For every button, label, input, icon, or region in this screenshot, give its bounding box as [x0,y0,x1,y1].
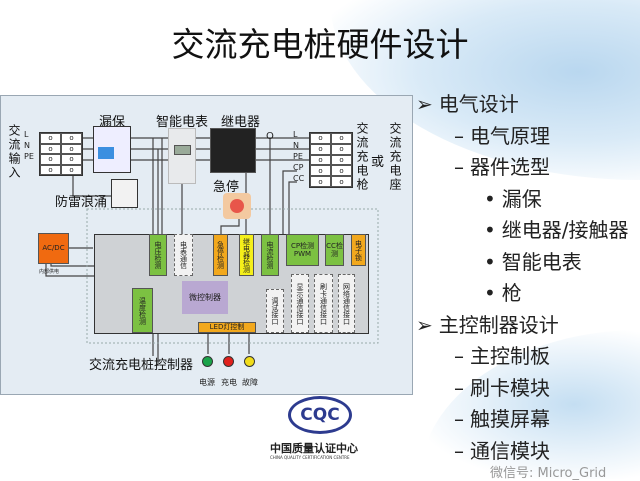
power-led [202,356,213,367]
microcontroller-module: 微控制器 [182,281,228,314]
charging-socket-label: 交流充电座 [388,122,402,192]
terminal-l: L [293,130,298,139]
cp-detect-pwm-module: CP检测PWM [286,234,319,266]
network-comm-interface-module: 网络通信接口 [338,274,355,333]
bullet-text: 电气设计 [438,92,519,116]
surge-protector-image [111,179,138,208]
bullet-text: 继电器/接触器 [501,218,629,242]
voltage-detect-module: 电压检测 [149,234,167,276]
bullet-item: –电气原理 [454,120,550,149]
terminal-pe: PE [24,152,34,161]
terminal-l: L [24,130,29,139]
debug-interface-module: 调试接口 [266,289,284,333]
power-led-label: 电源 [199,378,215,387]
terminal-pe: PE [293,152,303,161]
cqc-logo: CQC [288,396,352,434]
bullet-text: 通信模块 [470,438,550,463]
bullet-text: 漏保 [501,186,542,211]
cqc-name-cn: 中国质量认证中心 [270,442,358,455]
bullet-item: •智能电表 [484,246,582,275]
relay-image [210,128,256,173]
watermark: 微信号: Micro_Grid [490,466,607,481]
ac-input-label: 交流输入 [7,124,21,180]
bullet-item: –器件选型 [454,151,550,180]
card-comm-interface-module: 刷卡通信接口 [314,274,333,333]
terminal-cp: CP [293,163,304,172]
bullet-marker: – [454,344,464,368]
surge-label: 防雷浪涌 [55,195,108,210]
charging-led [223,356,234,367]
acdc-module: AC/DC [38,233,69,264]
bullet-text: 触摸屏幕 [470,407,550,431]
fault-led [244,356,255,367]
charging-gun-label: 交流充电枪 [355,122,369,192]
bullet-text: 主控制板 [470,344,550,368]
or-label: 或 [371,155,385,170]
breaker-image [93,126,131,173]
bullet-marker: • [484,186,496,211]
bullet-marker: • [484,218,496,242]
bullet-item: ➢主控制器设计 [416,309,559,338]
cc-detect-module: CC检测 [325,234,344,266]
bullet-text: 枪 [501,281,522,305]
bullet-item: •枪 [484,277,522,306]
bullet-item: –主控制板 [454,340,550,369]
bullet-marker: – [454,155,464,179]
cqc-name-en: CHINA QUALITY CERTIFICATION CENTRE [270,455,350,460]
relay-label: 继电器 [221,115,261,130]
bullet-text: 刷卡模块 [470,375,550,400]
bullet-marker: – [454,407,464,431]
bullet-item: •漏保 [484,183,542,212]
bullet-marker: ➢ [416,312,433,337]
bullet-item: ➢电气设计 [416,88,519,117]
charging-led-label: 充电 [221,378,237,387]
terminal-n: N [293,141,299,150]
relay-detect-module: 继电器检测 [239,234,254,276]
bullet-text: 器件选型 [470,155,550,179]
temperature-detect-module: 温度检测 [132,288,153,333]
bullet-text: 电气原理 [470,123,550,148]
emergency-stop-button-image [223,193,251,219]
bullet-text: 主控制器设计 [438,312,559,337]
current-transformer-ring: O [266,131,274,142]
bullet-marker: • [484,249,496,274]
meter-label: 智能电表 [156,115,209,130]
terminal-cc: CC [293,174,305,183]
electronic-lock-module: 电子锁 [351,234,366,266]
bullet-item: –通信模块 [454,435,550,464]
terminal-n: N [24,141,30,150]
internal-power-label: 内部供电 [39,269,60,275]
bullet-text: 智能电表 [501,249,582,274]
display-comm-interface-module: 显示通信接口 [291,274,309,333]
bullet-marker: • [484,281,496,305]
meter-image [168,128,196,184]
output-terminal-labels: L N PE CP CC [293,129,304,184]
bullet-marker: – [454,123,464,148]
estop-detect-module: 急停检测 [213,234,228,276]
bullet-marker: – [454,375,464,400]
bullet-item: •继电器/接触器 [484,214,629,243]
current-detect-module: 电流检测 [261,234,279,276]
input-terminal-labels: L N PE [24,129,34,162]
meter-comm-module: 电表通信 [174,234,193,276]
bullet-marker: ➢ [416,92,433,116]
bullet-item: –刷卡模块 [454,372,550,401]
fault-led-label: 故障 [242,378,258,387]
led-control-module: LED灯控制 [198,322,256,333]
controller-label: 交流充电桩控制器 [89,358,194,373]
slide-title: 交流充电桩硬件设计 [171,25,469,64]
bullet-marker: – [454,438,464,463]
estop-label: 急停 [213,180,240,195]
bullet-item: –触摸屏幕 [454,403,550,432]
